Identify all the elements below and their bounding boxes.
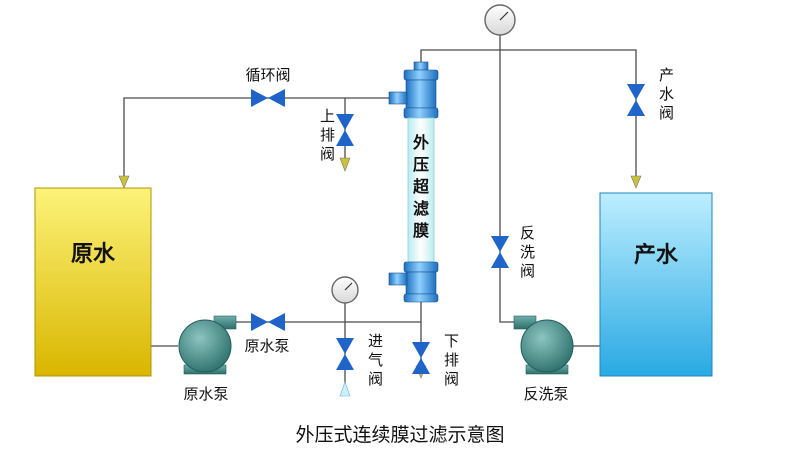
flow-arrow-icon xyxy=(630,175,642,189)
air-inlet-arrow-icon xyxy=(339,381,351,397)
raw-water-tank: 原水 xyxy=(34,187,152,377)
pipes xyxy=(123,35,637,386)
air-inlet-valve-label: 进气阀 xyxy=(368,332,383,388)
feed-valve-label: 原水泵 xyxy=(244,337,289,355)
product-water-tank: 产水 xyxy=(599,192,713,377)
pressure-gauge-icon xyxy=(331,276,359,304)
recirculation-valve-label: 循环阀 xyxy=(245,66,290,84)
membrane-label: 外压超滤膜 xyxy=(412,133,430,240)
diagram-caption: 外压式连续膜过滤示意图 xyxy=(295,424,504,446)
backwash-pump-label: 反洗泵 xyxy=(523,385,568,403)
raw-water-pump-label: 原水泵 xyxy=(183,385,228,403)
uf-membrane-module: 外压超滤膜 xyxy=(388,61,439,303)
feed-valve-icon[interactable] xyxy=(251,313,285,331)
upper-drain-valve-label: 上排阀 xyxy=(320,107,335,163)
lower-drain-valve-label: 下排阀 xyxy=(444,332,459,388)
upper-drain-valve-icon[interactable] xyxy=(336,114,354,146)
raw-water-pump-icon[interactable] xyxy=(178,315,237,375)
product-water-tank-label: 产水 xyxy=(634,243,679,268)
pressure-gauge-icon xyxy=(484,4,516,36)
air-inlet-valve-icon[interactable] xyxy=(336,338,354,370)
lower-drain-valve-icon[interactable] xyxy=(412,342,430,374)
recirculation-valve-icon[interactable] xyxy=(251,89,285,107)
flow-arrow-icon xyxy=(339,157,351,172)
backwash-valve-label: 反洗阀 xyxy=(520,224,535,280)
product-valve-icon[interactable] xyxy=(627,84,645,116)
flow-arrow-icon xyxy=(118,175,130,189)
raw-water-tank-label: 原水 xyxy=(71,242,116,267)
backwash-valve-icon[interactable] xyxy=(491,236,509,268)
product-valve-label: 产水阀 xyxy=(659,66,674,122)
backwash-pump-icon[interactable] xyxy=(513,315,574,375)
